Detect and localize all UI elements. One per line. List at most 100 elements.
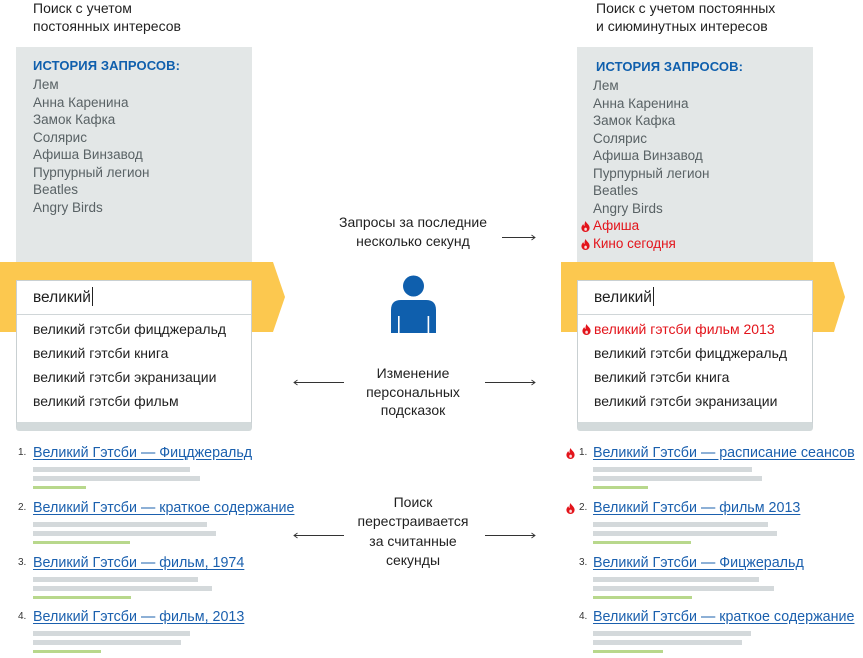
history-item[interactable]: Пурпурный легион: [33, 164, 150, 180]
suggestion-item[interactable]: великий гэтсби книга: [33, 345, 169, 361]
right-column-title: Поиск с учетом постоянных и сиюминутных …: [596, 0, 775, 35]
flame-icon: [566, 448, 575, 459]
flame-icon: [582, 324, 591, 335]
history-item[interactable]: Солярис: [33, 129, 87, 145]
result-link[interactable]: Великий Гэтсби — расписание сеансов: [593, 445, 855, 461]
snippet-line: [33, 522, 207, 527]
history-item-text: Лем: [593, 78, 619, 93]
right-search-box: великий великий гэтсби фильм 2013 велики…: [577, 280, 813, 431]
step-text-line: Запросы за последние: [339, 214, 487, 230]
search-result: 2. Великий Гэтсби — фильм 2013: [566, 499, 863, 549]
arrow-right-icon: [485, 532, 536, 539]
left-column-title: Поиск с учетом постоянных интересов: [33, 0, 181, 35]
search-input[interactable]: великий: [17, 281, 251, 315]
snippet-line: [593, 631, 751, 636]
step-search-rebuild: Поиск перестраивается за считанные секун…: [313, 493, 513, 570]
search-result: 1. Великий Гэтсби — Фицджеральд: [18, 444, 333, 494]
url-line: [593, 486, 648, 489]
suggestion-item[interactable]: великий гэтсби фильм: [33, 393, 179, 409]
history-item[interactable]: Анна Каренина: [33, 94, 129, 110]
history-item[interactable]: Angry Birds: [33, 199, 103, 215]
result-number: 1.: [579, 447, 588, 458]
history-item[interactable]: Лем: [33, 77, 59, 92]
suggestion-item[interactable]: великий гэтсби книга: [594, 369, 730, 385]
step-text-line: несколько секунд: [356, 233, 470, 249]
history-item[interactable]: Замок Кафка: [593, 112, 710, 130]
step-text-line: секунды: [385, 551, 441, 568]
suggestion-item[interactable]: великий гэтсби фицджеральд: [594, 345, 788, 361]
history-item-hot[interactable]: Афиша: [581, 217, 710, 235]
search-input-value: великий: [33, 289, 91, 306]
snippet-line: [593, 531, 777, 536]
url-line: [33, 596, 131, 599]
snippet-line: [33, 586, 212, 591]
result-number: 1.: [18, 447, 27, 458]
snippet-line: [593, 522, 768, 527]
history-item[interactable]: Афиша Винзавод: [33, 147, 143, 162]
result-link[interactable]: Великий Гэтсби — фильм 2013: [593, 500, 801, 516]
history-item-text: Замок Кафка: [593, 113, 676, 128]
snippet-line: [593, 467, 752, 472]
history-item[interactable]: Афиша Винзавод: [593, 147, 710, 165]
step-text-line: персональных: [366, 383, 460, 400]
result-number: 3.: [18, 557, 27, 568]
url-line: [33, 541, 130, 544]
history-item[interactable]: Пурпурный легион: [593, 165, 710, 183]
search-result: 3. Великий Гэтсби — Фицжеральд: [579, 554, 863, 604]
suggestion-item-hot[interactable]: великий гэтсби фильм 2013: [582, 317, 787, 341]
arrow-right-icon: [502, 234, 536, 241]
result-number: 3.: [579, 557, 588, 568]
result-link[interactable]: Великий Гэтсби — фильм, 1974: [33, 555, 245, 571]
suggestion-item[interactable]: великий гэтсби экранизации: [594, 393, 778, 409]
snippet-line: [33, 476, 200, 481]
history-item[interactable]: Beatles: [593, 182, 710, 200]
history-item[interactable]: Лем: [593, 77, 710, 95]
history-item[interactable]: Beatles: [33, 182, 79, 197]
flame-icon: [581, 221, 590, 232]
history-item[interactable]: Angry Birds: [593, 200, 710, 218]
result-number: 2.: [579, 502, 588, 513]
history-item-text: Афиша: [593, 218, 640, 233]
result-link[interactable]: Великий Гэтсби — краткое содержание: [593, 609, 855, 625]
url-line: [593, 596, 692, 599]
search-result: 4. Великий Гэтсби — фильм, 2013: [18, 608, 333, 658]
person-icon: [389, 274, 439, 336]
history-item[interactable]: Анна Каренина: [593, 95, 710, 113]
search-result: 2. Великий Гэтсби — краткое содержание: [18, 499, 333, 549]
history-item-text: Солярис: [593, 130, 647, 146]
history-item-text: Анна Каренина: [593, 95, 689, 111]
arrow-right-icon: [485, 379, 536, 386]
search-input[interactable]: великий: [578, 281, 812, 315]
snippet-line: [33, 577, 198, 582]
history-item[interactable]: Замок Кафка: [33, 112, 116, 127]
left-history-panel: [16, 47, 252, 277]
history-item-text: Пурпурный легион: [593, 165, 710, 181]
search-result: 4. Великий Гэтсби — краткое содержание: [579, 608, 863, 658]
history-item-text: Кино сегодня: [593, 235, 676, 251]
result-link[interactable]: Великий Гэтсби — Фицджеральд: [33, 445, 253, 461]
right-history-list: Лем Анна Каренина Замок Кафка Солярис Аф…: [581, 77, 710, 253]
snippet-line: [33, 640, 181, 645]
search-result: 1. Великий Гэтсби — расписание сеансов: [566, 444, 863, 494]
search-input-value: великий: [594, 289, 652, 306]
history-item-hot[interactable]: Кино сегодня: [581, 235, 710, 253]
step-text-line: Поиск: [393, 494, 433, 510]
result-number: 2.: [18, 502, 27, 513]
arrow-left-icon: [293, 379, 344, 386]
arrow-left-icon: [293, 532, 344, 539]
step-recent-queries: Запросы за последние несколько секунд: [313, 213, 513, 251]
suggestions-list: великий гэтсби фицджеральд великий гэтсб…: [33, 317, 226, 413]
result-link[interactable]: Великий Гэтсби — Фицжеральд: [593, 555, 804, 571]
result-link[interactable]: Великий Гэтсби — краткое содержание: [33, 500, 295, 516]
title-line: Поиск с учетом: [33, 0, 132, 16]
result-link[interactable]: Великий Гэтсби — фильм, 2013: [33, 609, 245, 625]
suggestion-item[interactable]: великий гэтсби экранизации: [33, 369, 217, 385]
history-item-text: Beatles: [593, 183, 639, 198]
history-item[interactable]: Солярис: [593, 130, 710, 148]
text-caret: [91, 287, 93, 307]
result-number: 4.: [18, 611, 27, 622]
text-caret: [652, 287, 654, 307]
title-line: Поиск с учетом постоянных: [596, 0, 776, 16]
suggestion-item[interactable]: великий гэтсби фицджеральд: [33, 321, 227, 337]
snippet-line: [33, 531, 216, 536]
